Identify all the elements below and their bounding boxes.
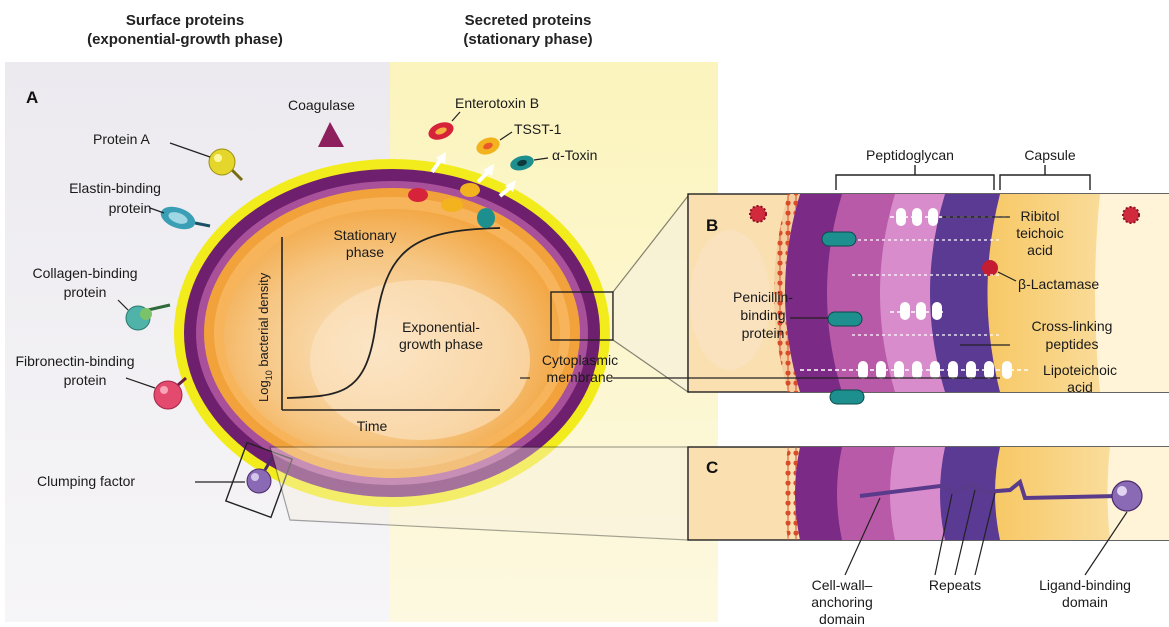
peptidoglycan-label: Peptidoglycan (866, 147, 954, 163)
panel-label-a: A (26, 88, 38, 107)
elastin-binding-label: Elastin-binding (69, 180, 161, 196)
ribitol-teichoic-label-3: acid (1027, 242, 1053, 258)
fibronectin-binding-label: Fibronectin-binding (15, 353, 134, 369)
penicillin-binding-label-3: protein (742, 325, 785, 341)
ribitol-teichoic-label-2: teichoic (1016, 225, 1063, 241)
cell-wall-anchoring-label-3: domain (819, 611, 865, 627)
enterotoxin-b-label: Enterotoxin B (455, 95, 539, 111)
repeats-label: Repeats (929, 577, 981, 593)
collagen-binding-label-2: protein (64, 284, 107, 300)
svg-text:Surface proteins: Surface proteins (126, 12, 244, 29)
collagen-binding-label: Collagen-binding (32, 265, 137, 281)
exponential-phase-label-2: growth phase (399, 336, 483, 352)
stationary-phase-label: Stationary (333, 227, 396, 243)
svg-text:Secreted proteins: Secreted proteins (465, 12, 592, 29)
panel-c-cell-wall (688, 447, 1169, 540)
stationary-phase-label-2: phase (346, 244, 384, 260)
beta-lactamase-label: β-Lactamase (1018, 276, 1099, 292)
fibronectin-binding-label-2: protein (64, 372, 107, 388)
svg-text:(exponential-growth phase): (exponential-growth phase) (87, 31, 283, 48)
capsule-bracket (1000, 165, 1090, 190)
cytoplasmic-membrane-label-2: membrane (547, 369, 614, 385)
exponential-phase-label: Exponential- (402, 319, 480, 335)
ligand-binding-label-2: domain (1062, 594, 1108, 610)
graph-x-label: Time (357, 418, 388, 434)
ribitol-teichoic-label: Ribitol (1021, 208, 1060, 224)
penicillin-binding-label: Penicillin- (733, 289, 793, 305)
ligand-binding-label: Ligand-binding (1039, 577, 1131, 593)
panel-label-b: B (706, 216, 718, 235)
svg-text:(stationary phase): (stationary phase) (463, 31, 592, 48)
cell-wall-anchoring-label: Cell-wall– (812, 577, 873, 593)
alpha-toxin-label: α-Toxin (552, 147, 597, 163)
clumping-factor-label: Clumping factor (37, 473, 135, 489)
protein-a-label: Protein A (93, 131, 150, 147)
tsst-1-label: TSST-1 (514, 121, 562, 137)
cross-linking-label-2: peptides (1046, 336, 1099, 352)
coagulase-label: Coagulase (288, 97, 355, 113)
lipoteichoic-label-2: acid (1067, 379, 1093, 395)
capsule-label: Capsule (1024, 147, 1076, 163)
lipoteichoic-label: Lipoteichoic (1043, 362, 1117, 378)
cell-wall-anchoring-label-2: anchoring (811, 594, 873, 610)
cross-linking-label: Cross-linking (1032, 318, 1113, 334)
peptidoglycan-bracket (836, 165, 994, 190)
panel-label-c: C (706, 458, 718, 477)
surface-proteins-header: Surface proteins (exponential-growth pha… (87, 12, 283, 48)
cytoplasmic-membrane-label: Cytoplasmic (542, 352, 618, 368)
penicillin-binding-label-2: binding (740, 307, 785, 323)
elastin-binding-label-2: protein (109, 200, 152, 216)
secreted-proteins-header: Secreted proteins (stationary phase) (463, 12, 592, 48)
